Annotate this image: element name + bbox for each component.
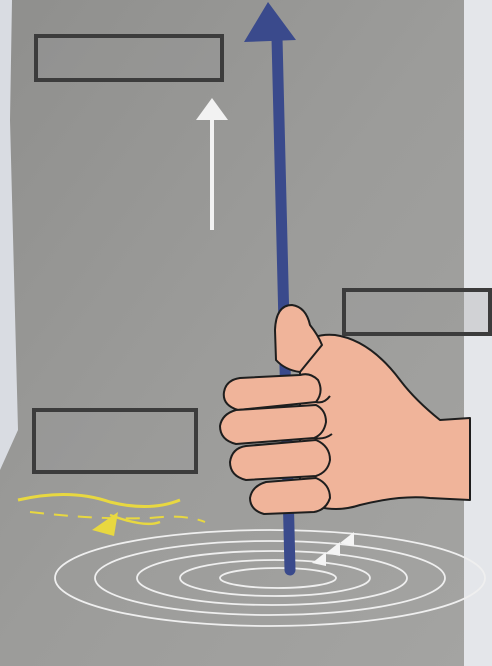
label-box-top-text: [38, 38, 220, 78]
label-box-top[interactable]: [34, 34, 224, 82]
label-box-left[interactable]: [32, 408, 198, 474]
label-box-right-text: [346, 292, 488, 332]
label-box-left-text: [36, 412, 194, 470]
label-box-right[interactable]: [342, 288, 492, 336]
